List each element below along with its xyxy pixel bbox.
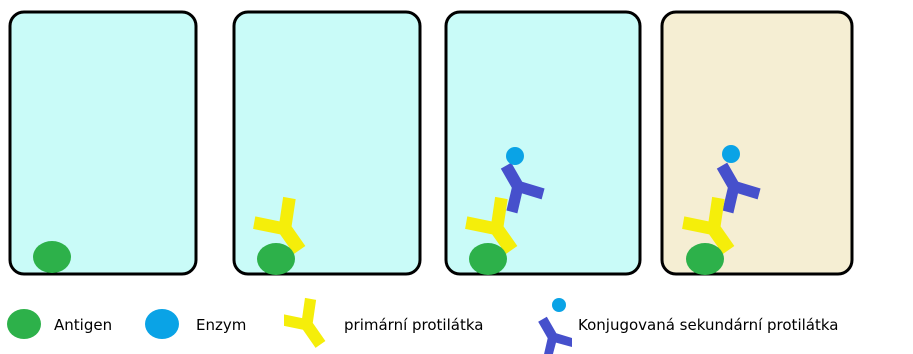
secondary-antibody [500, 162, 545, 214]
legend-item-antigen: Antigen [0, 292, 140, 354]
well-3 [444, 10, 642, 276]
legend: Antigen Enzym primární protilátka Konjug… [0, 292, 913, 354]
legend-item-primary-antibody: primární protilátka [282, 292, 522, 354]
secondary-antibody-icon [538, 298, 572, 354]
elisa-diagram [8, 10, 854, 276]
antigen [257, 243, 295, 275]
legend-label-primary-antibody: primární protilátka [344, 316, 484, 334]
legend-item-secondary-antibody: Konjugovaná sekundární protilátka [528, 292, 913, 354]
primary-antibody [682, 196, 735, 255]
enzyme-icon [145, 309, 179, 339]
well-4 [660, 10, 854, 276]
well-2 [232, 10, 422, 276]
antigen [33, 241, 71, 273]
primary-antibody [253, 196, 306, 255]
legend-label-antigen: Antigen [54, 316, 113, 334]
antigen-icon [7, 309, 41, 339]
legend-item-enzyme: Enzym [140, 292, 280, 354]
enzyme [506, 147, 524, 165]
primary-antibody-icon [284, 297, 326, 348]
antigen [469, 243, 507, 275]
antigen [686, 243, 724, 275]
enzyme [722, 145, 740, 163]
well-4-container [660, 10, 854, 276]
well-1 [8, 10, 198, 276]
well-2-container [232, 10, 422, 276]
primary-antibody [465, 196, 518, 255]
legend-label-secondary-antibody: Konjugovaná sekundární protilátka [578, 316, 839, 334]
well-1-container [8, 10, 198, 276]
legend-label-enzyme: Enzym [196, 316, 247, 334]
well-3-container [444, 10, 642, 276]
secondary-antibody [716, 162, 761, 214]
